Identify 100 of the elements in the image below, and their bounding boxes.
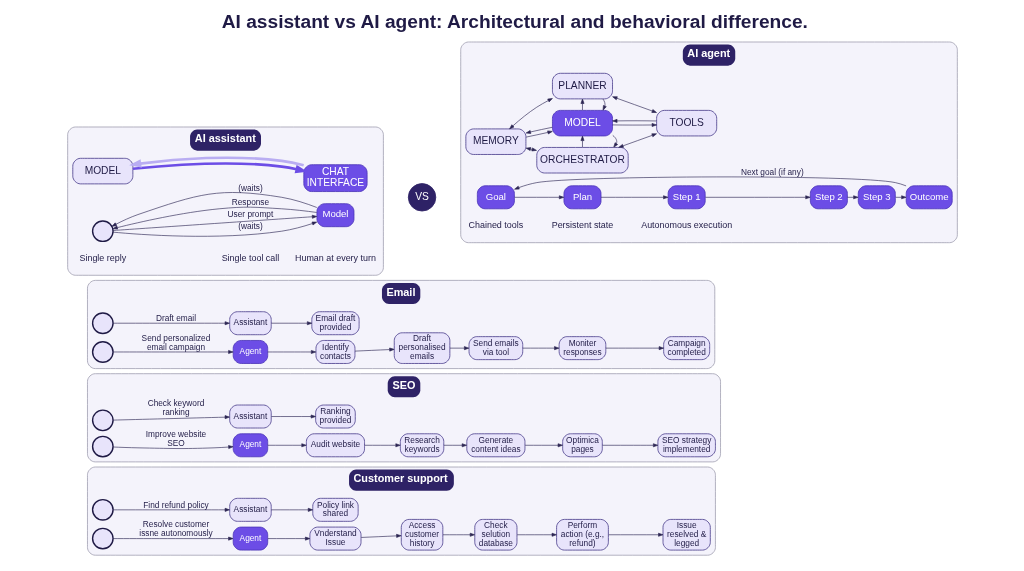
node-box: Outcome <box>905 185 953 210</box>
label: Persistent state <box>551 220 613 231</box>
node-box: Step 3 <box>857 185 896 210</box>
node-box: Moniter responses <box>558 336 606 361</box>
edge-label: Find refund policy <box>142 499 209 510</box>
node-box: CHAT INTERFACE <box>302 164 367 192</box>
edge-label: Draft email <box>155 312 196 323</box>
arrow <box>846 195 858 200</box>
arrow <box>611 96 657 113</box>
node-box: Vnderstand Issue <box>309 526 361 551</box>
label: Human at every turn <box>294 253 376 264</box>
arrow <box>525 126 553 134</box>
arrow <box>132 162 307 174</box>
node-box: Plan <box>563 185 601 210</box>
node-box: Draft personalised emails <box>393 332 450 364</box>
arrow <box>508 98 553 130</box>
node-box: Step 1 <box>667 185 706 210</box>
node-box: TOOLS <box>655 109 717 137</box>
node-box: Model <box>316 203 354 228</box>
edge-label: (waits) <box>237 182 263 193</box>
node-box: Optimica pages <box>561 433 603 458</box>
edge-label: Improve website SEO <box>145 428 206 448</box>
edge-label: Send personalized email campaign <box>141 332 210 352</box>
arrow <box>270 321 312 326</box>
node-box: Ranking provided <box>314 404 356 429</box>
arrow <box>112 214 317 231</box>
arrow <box>442 532 475 537</box>
node-person <box>91 435 114 458</box>
arrow <box>112 536 233 541</box>
arrow <box>267 536 310 541</box>
node-person <box>91 498 114 521</box>
node-box: Step 2 <box>809 185 848 210</box>
arrow <box>618 133 657 148</box>
arrow <box>112 445 233 449</box>
arrow <box>363 443 401 448</box>
arrow <box>607 532 663 537</box>
arrow <box>580 135 584 148</box>
node-box: Generate content ideas <box>465 433 525 458</box>
node-box: Assistant <box>228 497 272 522</box>
arrow <box>267 443 307 448</box>
node-box: Perform action (e.g., refund) <box>555 519 609 551</box>
node-box: MEMORY <box>464 128 526 155</box>
node-box: Send emails via tool <box>468 336 523 361</box>
node-box: ORCHESTRATOR <box>535 147 629 174</box>
node-box: Audit website <box>305 433 365 458</box>
arrow <box>111 192 317 227</box>
arrow <box>602 98 607 111</box>
node-box: MODEL <box>551 109 613 137</box>
edge-label: Check keyword ranking <box>147 397 204 417</box>
arrow <box>704 195 810 200</box>
arrow <box>128 156 304 168</box>
arrow <box>513 176 906 190</box>
arrow <box>516 532 557 537</box>
node-box: Assistant <box>228 311 272 336</box>
diagram-title: AI assistant vs AI agent: Architectural and behavioral difference. <box>221 10 808 32</box>
arrow <box>600 195 668 200</box>
arrow <box>611 119 657 123</box>
node-box: Email draft provided <box>310 311 360 336</box>
arrow <box>601 443 658 448</box>
label: Autonomous execution <box>640 220 732 231</box>
node-person <box>91 312 114 335</box>
arrow <box>525 130 553 138</box>
arrow <box>443 443 467 448</box>
node-box: Agent <box>232 433 268 458</box>
node-box: Check selution database <box>473 519 517 551</box>
node-box: PLANNER <box>551 72 613 100</box>
arrow <box>894 195 906 200</box>
node-box: Access customer history <box>400 519 443 551</box>
edge-label: Resolve customer issne autonomously <box>138 519 213 539</box>
arrow <box>611 135 618 148</box>
node-box: Research keywords <box>399 433 444 458</box>
node-box: Agent <box>232 526 268 551</box>
node-box: SEO strategy implemented <box>657 433 716 458</box>
edge-label: (waits) <box>237 220 263 231</box>
arrow <box>580 98 584 111</box>
label: Chained tools <box>468 220 523 231</box>
edge-label: User prompt <box>227 208 273 219</box>
node-person <box>91 527 114 550</box>
arrow <box>112 206 317 230</box>
arrow <box>112 507 230 512</box>
arrow <box>360 534 401 538</box>
node-box: Goal <box>476 185 515 210</box>
arrow <box>524 443 563 448</box>
node-person <box>91 220 114 243</box>
node-box: Policy link shared <box>311 497 359 522</box>
arrow <box>605 346 664 350</box>
node-circle: VS <box>407 183 436 212</box>
edge-label: Next goal (if any) <box>740 167 804 178</box>
arrow <box>449 346 469 350</box>
arrow <box>354 347 394 352</box>
node-box: Assistant <box>228 404 272 429</box>
edge-label: Response <box>231 197 269 208</box>
arrow <box>112 415 230 421</box>
arrow <box>611 123 657 127</box>
node-box: Issue reselved & legged <box>662 519 711 551</box>
arrow <box>513 195 564 200</box>
arrow <box>267 350 316 354</box>
arrow <box>270 507 313 512</box>
node-box: Campaign completed <box>662 336 710 361</box>
node-box: MODEL <box>71 157 133 185</box>
